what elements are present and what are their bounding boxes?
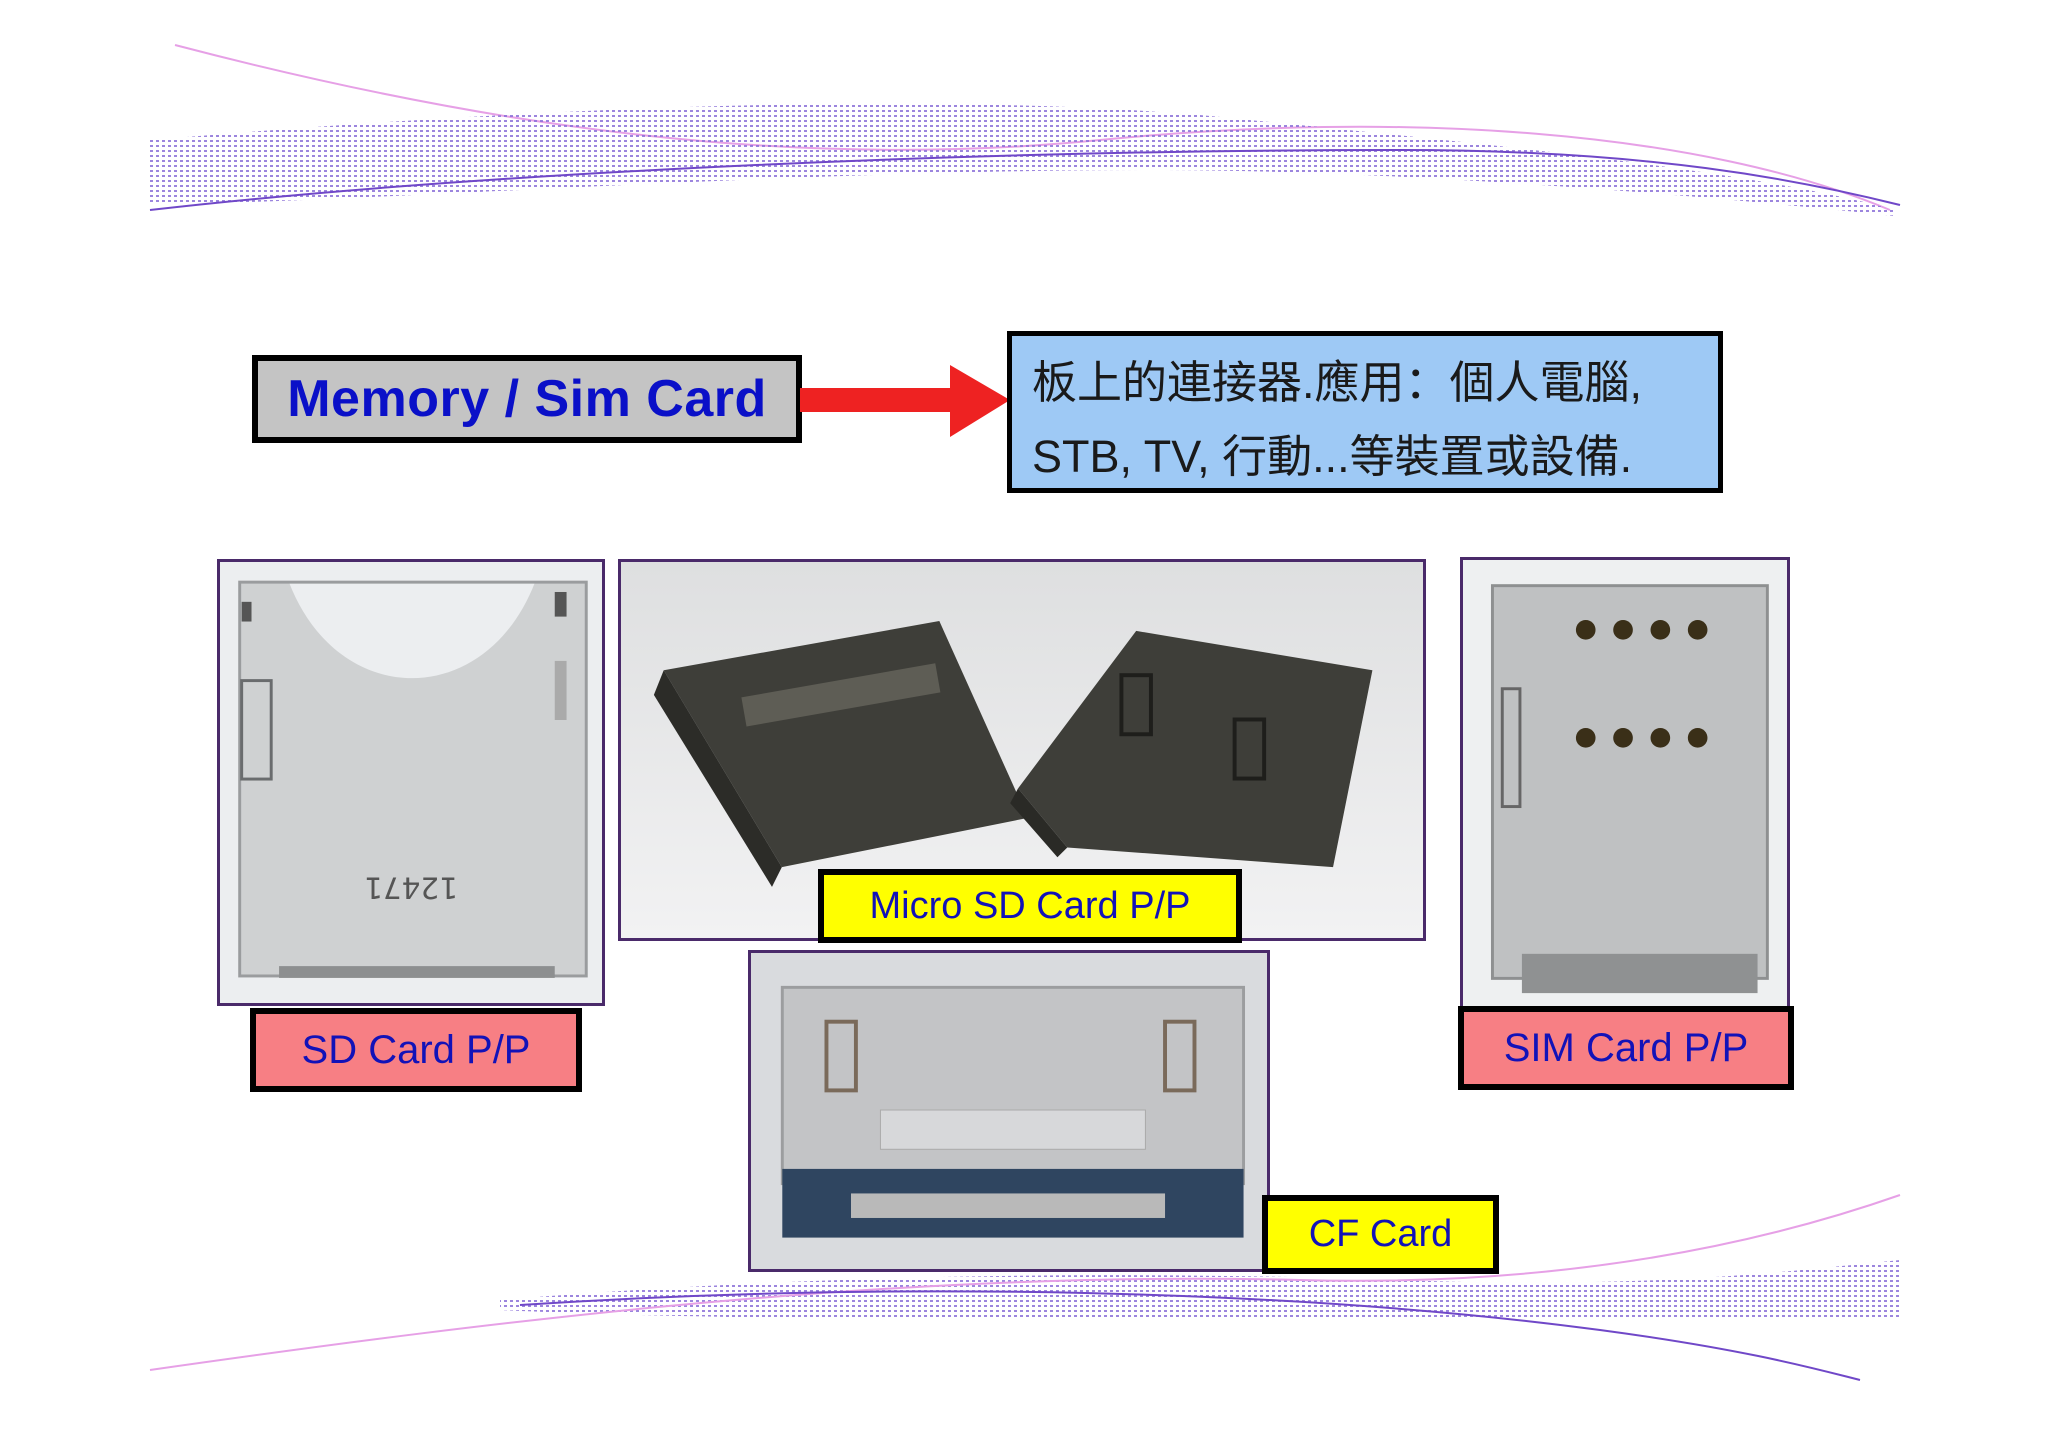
sd-card-connector-image: 12471 [238,580,588,978]
title-box: Memory / Sim Card [252,355,802,443]
sd-card-photo: 12471 [217,559,605,1006]
micro-sd-card-label: Micro SD Card P/P [818,869,1242,943]
cf-card-connector-image [780,985,1246,1238]
cf-card-photo [748,950,1270,1272]
right-arrow-icon [800,365,1010,437]
sd-card-marking: 12471 [364,871,458,905]
sim-card-connector-image [1490,584,1769,994]
sim-card-photo [1460,557,1790,1009]
bottom-wave-decoration [149,1194,1901,1381]
cf-card-label: CF Card [1262,1195,1499,1274]
description-line-1: 板上的連接器.應用：個人電腦, [1032,357,1643,408]
sd-card-label: SD Card P/P [250,1008,582,1092]
description-box: 板上的連接器.應用：個人電腦, STB, TV, 行動...等裝置或設備. [1007,331,1723,493]
page-title: Memory / Sim Card [287,370,767,428]
sim-card-label: SIM Card P/P [1458,1006,1794,1090]
micro-sd-connector-image [653,621,1373,887]
description-line-2: STB, TV, 行動...等裝置或設備. [1032,431,1633,482]
top-wave-decoration [149,44,1901,216]
